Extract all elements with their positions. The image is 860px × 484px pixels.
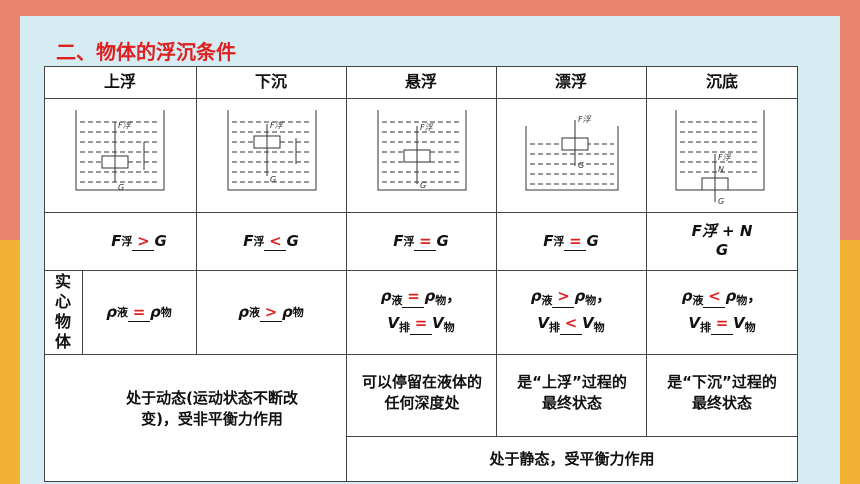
dynamic-note: 处于动态(运动状态不断改变)，受非平衡力作用	[126, 389, 298, 428]
density-bottom: ρ液<ρ物， V排=V物	[681, 287, 763, 335]
svg-text:G: G	[578, 161, 584, 170]
header-bottom: 沉底	[705, 72, 738, 91]
buoyancy-table: 上浮 下沉 悬浮 漂浮 沉底 F浮 G	[44, 66, 798, 482]
force-label-gravity: G	[118, 183, 124, 192]
top-band	[0, 0, 860, 16]
diagram-sink: F浮 G	[227, 110, 317, 191]
header-rise: 上浮	[103, 72, 136, 91]
svg-text:F浮: F浮	[718, 153, 732, 162]
slide-title: 二、物体的浮沉条件	[56, 40, 236, 64]
float-note: 是“上浮”过程的最终状态	[517, 373, 627, 412]
diagram-rise: F浮 G	[75, 110, 165, 192]
static-note: 处于静态，受平衡力作用	[489, 450, 655, 468]
diagram-bottom: F浮 N G	[675, 110, 765, 206]
suspend-note: 可以停留在液体的任何深度处	[361, 373, 482, 412]
slide: 二、物体的浮沉条件 上浮 下沉 悬浮 漂浮 沉底 F浮	[20, 16, 840, 484]
svg-text:G: G	[270, 175, 276, 184]
diagram-suspend: F浮 G	[377, 110, 467, 191]
svg-text:F浮: F浮	[578, 115, 592, 124]
diagram-float: F浮 G	[525, 115, 619, 191]
svg-text:G: G	[718, 197, 724, 206]
solid-object-label: 实心物体	[54, 272, 71, 351]
force-bottom: F浮 + N G	[691, 222, 753, 259]
svg-text:F浮: F浮	[420, 123, 434, 132]
svg-text:G: G	[420, 181, 426, 190]
right-band	[840, 0, 860, 484]
left-band	[0, 0, 20, 484]
force-label-buoyancy: F浮	[118, 121, 132, 130]
header-suspend: 悬浮	[404, 72, 437, 91]
svg-text:N: N	[718, 165, 724, 174]
density-suspend: ρ液=ρ物， V排=V物	[380, 287, 462, 335]
sink-note: 是“下沉”过程的最终状态	[667, 373, 777, 412]
header-float: 漂浮	[554, 72, 587, 91]
svg-text:F浮: F浮	[270, 121, 284, 130]
header-sink: 下沉	[254, 72, 287, 91]
density-float: ρ液>ρ物， V排<V物	[530, 287, 612, 335]
